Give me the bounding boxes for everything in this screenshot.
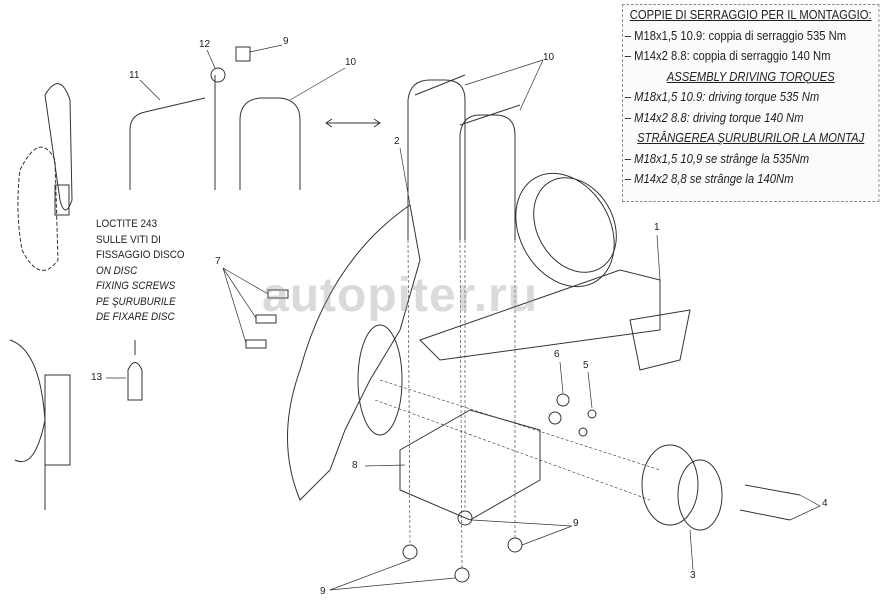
disc-blade: [287, 204, 421, 501]
screws-7: [245, 289, 289, 349]
bracket: [399, 409, 541, 521]
part-label: 10: [345, 57, 357, 68]
hub: [641, 444, 801, 531]
loctite-note: LOCTITE 243 SULLE VITI DI FISSAGGIO DISC…: [96, 217, 185, 326]
torque-title-en: ASSEMBLY DRIVING TORQUES: [666, 69, 835, 84]
disc-assembly-thumbnail-top: [17, 83, 73, 271]
part-label: 2: [394, 136, 400, 147]
u-bolts-right: [407, 74, 521, 240]
u-bolts-left: [129, 46, 301, 190]
note-line: SULLE VITI DI: [96, 233, 161, 246]
part-label: 9: [283, 36, 289, 47]
leader-lines: [106, 44, 821, 591]
torque-it-m18: – M18x1,5 10.9: coppia di serraggio 535 …: [624, 28, 847, 43]
torque-title-it: COPPIE DI SERRAGGIO PER IL MONTAGGIO:: [629, 8, 872, 22]
watermark: autopiter.ru: [262, 269, 539, 322]
torque-ro-m14: – M14x2 8,8 se strânge la 140Nm: [624, 172, 794, 186]
part-label: 5: [583, 360, 589, 371]
part-label: 13: [91, 372, 103, 383]
note-line: PE ŞURUBURILE: [96, 295, 176, 308]
double-arrow: [325, 118, 381, 128]
part-label: 4: [822, 498, 828, 509]
part-label: 9: [573, 518, 579, 529]
note-line: ON DISC: [96, 264, 138, 277]
torque-ro-m18: – M18x1,5 10,9 se strânge la 535Nm: [624, 151, 810, 166]
part-label: 9: [320, 586, 326, 597]
note-line: LOCTITE 243: [96, 218, 158, 230]
assembly-dashed-lines: [374, 239, 661, 569]
torque-it-m14: – M14x2 8.8: coppia di serraggio 140 Nm: [624, 49, 831, 63]
part-label: 12: [199, 39, 211, 50]
part-label: 8: [352, 460, 358, 471]
part-label: 10: [543, 52, 555, 63]
torque-title-ro: STRÂNGEREA ŞURUBURILOR LA MONTAJ: [637, 131, 865, 145]
part-label: 6: [554, 349, 560, 360]
torque-en-m18: – M18x1,5 10.9: driving torque 535 Nm: [624, 90, 820, 104]
torque-en-m14: – M14x2 8.8: driving torque 140 Nm: [624, 110, 804, 125]
loctite-bottle: [127, 340, 143, 401]
part-label: 11: [129, 70, 140, 81]
note-line: DE FIXARE DISC: [96, 311, 175, 323]
part-label: 1: [654, 222, 660, 233]
part-label: 7: [215, 256, 221, 267]
part-label: 3: [690, 570, 696, 581]
nuts: [402, 393, 597, 583]
disc-assembly-thumbnail-bottom: [9, 339, 71, 510]
note-line: FISSAGGIO DISCO: [96, 249, 185, 261]
note-line: FIXING SCREWS: [96, 280, 176, 292]
spring-arm: [419, 172, 691, 371]
torque-specifications-box: COPPIE DI SERRAGGIO PER IL MONTAGGIO: – …: [622, 4, 880, 202]
